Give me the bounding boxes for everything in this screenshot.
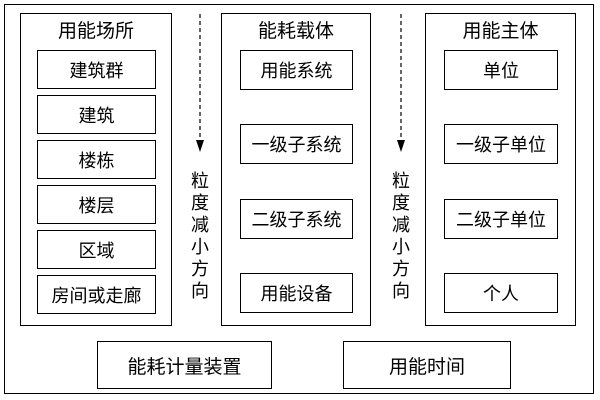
- granularity-label-2: 粒度减小方向: [392, 171, 410, 302]
- place-area: 区域: [37, 230, 156, 269]
- carrier-level1-subsystem: 一级子系统: [240, 124, 353, 164]
- carrier-energy-system: 用能系统: [240, 50, 353, 90]
- granularity-arrow-2: [397, 14, 405, 152]
- carrier-level2-subsystem: 二级子系统: [240, 199, 353, 239]
- energy-carriers-column: 能耗载体: [221, 13, 371, 326]
- subject-individual: 个人: [444, 273, 558, 313]
- granularity-label-1: 粒度减小方向: [191, 171, 209, 302]
- subject-unit: 单位: [444, 50, 558, 90]
- diagram-frame: [4, 4, 594, 394]
- place-block: 楼栋: [37, 140, 156, 179]
- place-building-group: 建筑群: [37, 50, 156, 89]
- energy-use-time: 用能时间: [343, 341, 511, 389]
- place-room-or-corridor: 房间或走廊: [37, 275, 156, 314]
- place-building: 建筑: [37, 95, 156, 134]
- subject-level2-subunit: 二级子单位: [444, 199, 558, 239]
- energy-carriers-title: 能耗载体: [257, 20, 334, 42]
- granularity-arrow-1: [196, 14, 204, 152]
- energy-places-title: 用能场所: [57, 20, 134, 42]
- carrier-energy-device: 用能设备: [240, 273, 353, 313]
- energy-subjects-column: 用能主体: [425, 13, 576, 326]
- place-floor: 楼层: [37, 185, 156, 224]
- energy-places-column: 用能场所: [20, 13, 172, 326]
- subject-level1-subunit: 一级子单位: [444, 124, 558, 164]
- energy-metering-device: 能耗计量装置: [97, 341, 272, 389]
- energy-subjects-title: 用能主体: [462, 20, 539, 42]
